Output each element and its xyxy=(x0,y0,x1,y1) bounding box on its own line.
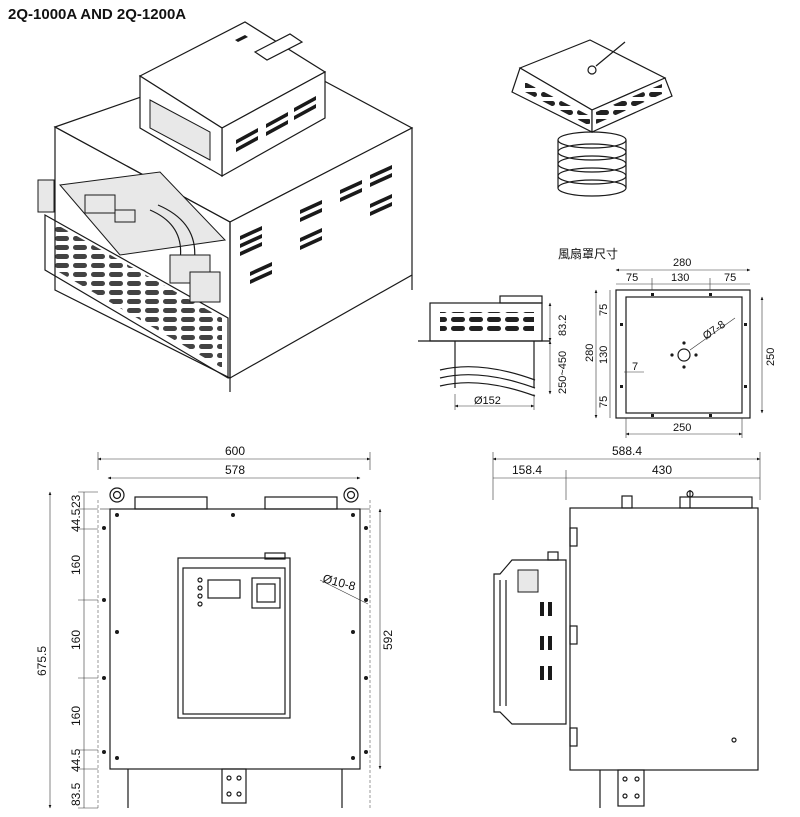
front-view: 600 578 xyxy=(35,444,395,809)
fan-hole-dim: Ø7-8 xyxy=(701,319,728,343)
duct-dia-dim: Ø152 xyxy=(474,395,501,407)
front-width-outer: 600 xyxy=(225,444,245,458)
fan-top-view: Ø7-8 280 75 130 75 280 75 130 75 7 250 2… xyxy=(584,257,777,438)
iso-fan-hood xyxy=(511,39,673,197)
diagram-title: 2Q-1000A AND 2Q-1200A xyxy=(8,6,186,23)
fan-side-view: 83.2 250~450 Ø152 xyxy=(418,295,569,410)
fan-right-dim: 250 xyxy=(765,348,777,366)
fan-hood-label: 風扇罩尺寸 xyxy=(558,246,618,261)
front-v-445-bot: 44.5 xyxy=(69,748,83,772)
fan-height-dim: 83.2 xyxy=(557,315,569,336)
fan-bottom-dim: 250 xyxy=(673,422,691,434)
fan-seg-mid: 130 xyxy=(671,272,689,284)
front-hole-dim: Ø10-8 xyxy=(321,571,357,593)
fan-center-dim: 7 xyxy=(632,361,638,373)
fan-left-bot: 75 xyxy=(598,396,610,408)
duct-length-dim: 250~450 xyxy=(557,351,569,394)
iso-unit-view xyxy=(37,21,414,392)
side-left-dim: 158.4 xyxy=(512,463,542,477)
fan-seg-left: 75 xyxy=(626,272,638,284)
front-v-160-b: 160 xyxy=(69,630,83,650)
front-v-445-top: 44.5 xyxy=(69,508,83,532)
iso-vents xyxy=(240,165,392,284)
front-v-23: 23 xyxy=(69,494,83,508)
front-height-body: 592 xyxy=(381,630,395,650)
side-total-dim: 588.4 xyxy=(612,444,642,458)
front-v-160-c: 160 xyxy=(69,706,83,726)
front-height-total: 675.5 xyxy=(35,646,49,676)
front-width-inner: 578 xyxy=(225,463,245,477)
side-right-dim: 430 xyxy=(652,463,672,477)
side-view: 588.4 158.4 430 xyxy=(492,444,761,808)
fan-seg-right: 75 xyxy=(724,272,736,284)
front-v-160-a: 160 xyxy=(69,555,83,575)
front-v-835: 83.5 xyxy=(69,782,83,806)
fan-left-top: 75 xyxy=(598,304,610,316)
fan-left-total: 280 xyxy=(584,344,596,362)
fan-left-mid: 130 xyxy=(598,346,610,364)
fan-width-dim: 280 xyxy=(673,257,691,269)
